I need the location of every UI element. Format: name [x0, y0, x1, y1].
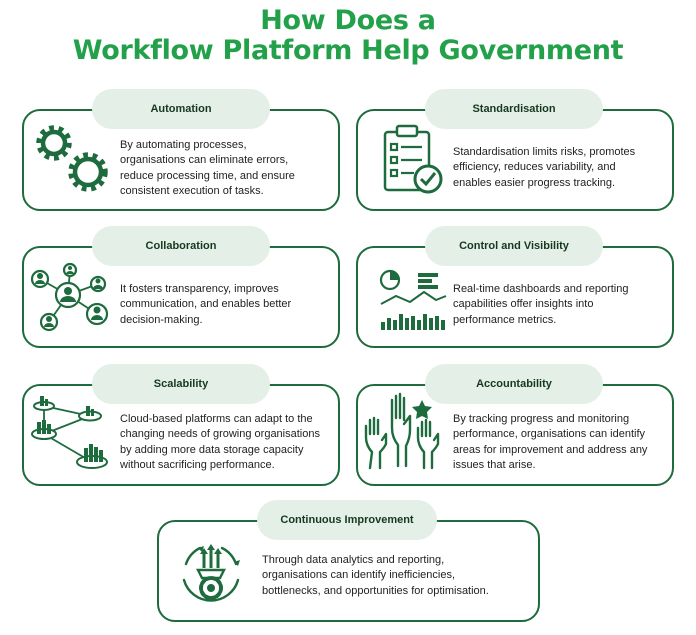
- people-network-icon: [30, 262, 114, 334]
- heading-control-visibility: Control and Visibility: [425, 226, 603, 266]
- title-line-2: Workflow Platform Help Government: [72, 35, 624, 66]
- heading-continuous-improvement: Continuous Improvement: [257, 500, 437, 540]
- raised-hands-star-icon: [364, 390, 448, 474]
- heading-accountability: Accountability: [425, 364, 603, 404]
- scaling-charts-icon: [30, 394, 114, 478]
- dashboard-icon: [378, 268, 448, 332]
- heading-scalability: Scalability: [92, 364, 270, 404]
- clipboard-check-icon: [380, 122, 448, 198]
- heading-automation: Automation: [92, 89, 270, 129]
- heading-collaboration: Collaboration: [92, 226, 270, 266]
- gears-icon: [32, 120, 114, 198]
- desc-continuous-improvement: Through data analytics and reporting,org…: [262, 554, 489, 597]
- improvement-cycle-icon: [176, 540, 246, 610]
- title-line-1: How Does a: [260, 5, 436, 36]
- heading-standardisation: Standardisation: [425, 89, 603, 129]
- desc-automation: By automating processes,organisations ca…: [120, 139, 295, 197]
